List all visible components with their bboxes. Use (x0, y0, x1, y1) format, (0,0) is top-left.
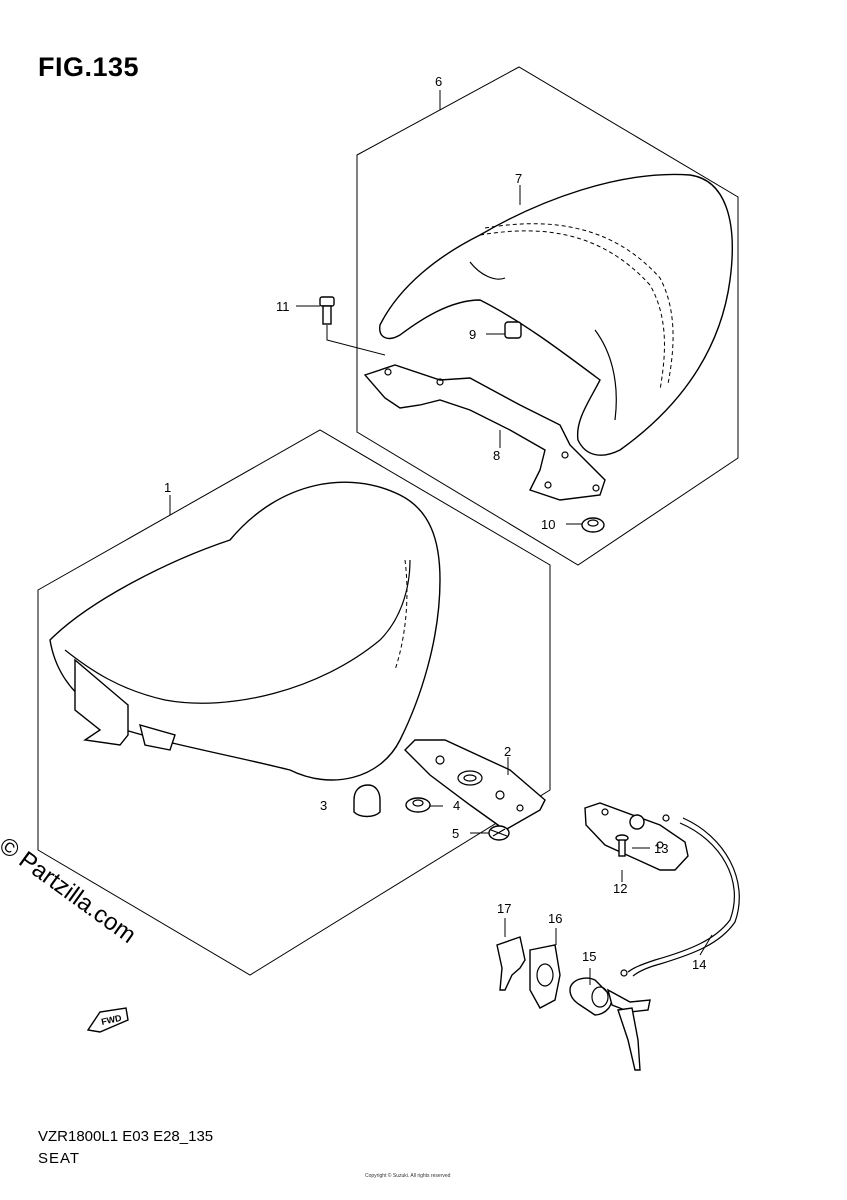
callout-5[interactable]: 5 (452, 826, 459, 841)
figure-name: SEAT (38, 1150, 81, 1167)
clip-17[interactable] (496, 936, 526, 991)
callout-13[interactable]: 13 (654, 841, 668, 856)
nut-9[interactable] (504, 321, 522, 339)
callout-9[interactable]: 9 (469, 327, 476, 342)
callout-16[interactable]: 16 (548, 911, 562, 926)
lock-base[interactable] (584, 802, 689, 871)
callout-2[interactable]: 2 (504, 744, 511, 759)
callout-4[interactable]: 4 (453, 798, 460, 813)
callout-17[interactable]: 17 (497, 901, 511, 916)
callout-11[interactable]: 11 (276, 299, 290, 314)
callout-3[interactable]: 3 (320, 798, 327, 813)
copyright-footnote: Copyright © Suzuki. All rights reserved (365, 1173, 451, 1179)
callout-1[interactable]: 1 (164, 480, 171, 495)
callout-10[interactable]: 10 (541, 517, 555, 532)
pillion-seat[interactable] (379, 173, 733, 456)
callout-15[interactable]: 15 (582, 949, 596, 964)
bolt-11[interactable] (319, 296, 335, 325)
screw-13[interactable] (615, 834, 629, 857)
figure-code: VZR1800L1 E03 E28_135 (38, 1128, 214, 1145)
callout-7[interactable]: 7 (515, 171, 522, 186)
front-seat[interactable] (49, 481, 441, 781)
callout-14[interactable]: 14 (692, 957, 706, 972)
fwd-label: FWD (100, 1013, 123, 1027)
clip-nut-5[interactable] (488, 825, 510, 841)
pillion-bracket[interactable] (363, 364, 606, 501)
callout-6[interactable]: 6 (435, 74, 442, 89)
washer-4[interactable] (405, 797, 431, 813)
cushion-3[interactable] (353, 784, 381, 818)
pillion-group-frame (356, 66, 739, 566)
grommet-10[interactable] (581, 517, 605, 533)
callout-8[interactable]: 8 (493, 448, 500, 463)
callout-12[interactable]: 12 (613, 881, 627, 896)
key-lock-cylinder[interactable] (569, 977, 651, 1071)
lock-bracket-16[interactable] (529, 944, 561, 1009)
seat-plate[interactable] (404, 739, 546, 831)
forward-arrow-icon: FWD (86, 1007, 129, 1033)
figure-title: FIG.135 (38, 52, 140, 82)
seat-lock-cable[interactable] (620, 814, 740, 977)
front-seat-group-frame (37, 429, 551, 976)
